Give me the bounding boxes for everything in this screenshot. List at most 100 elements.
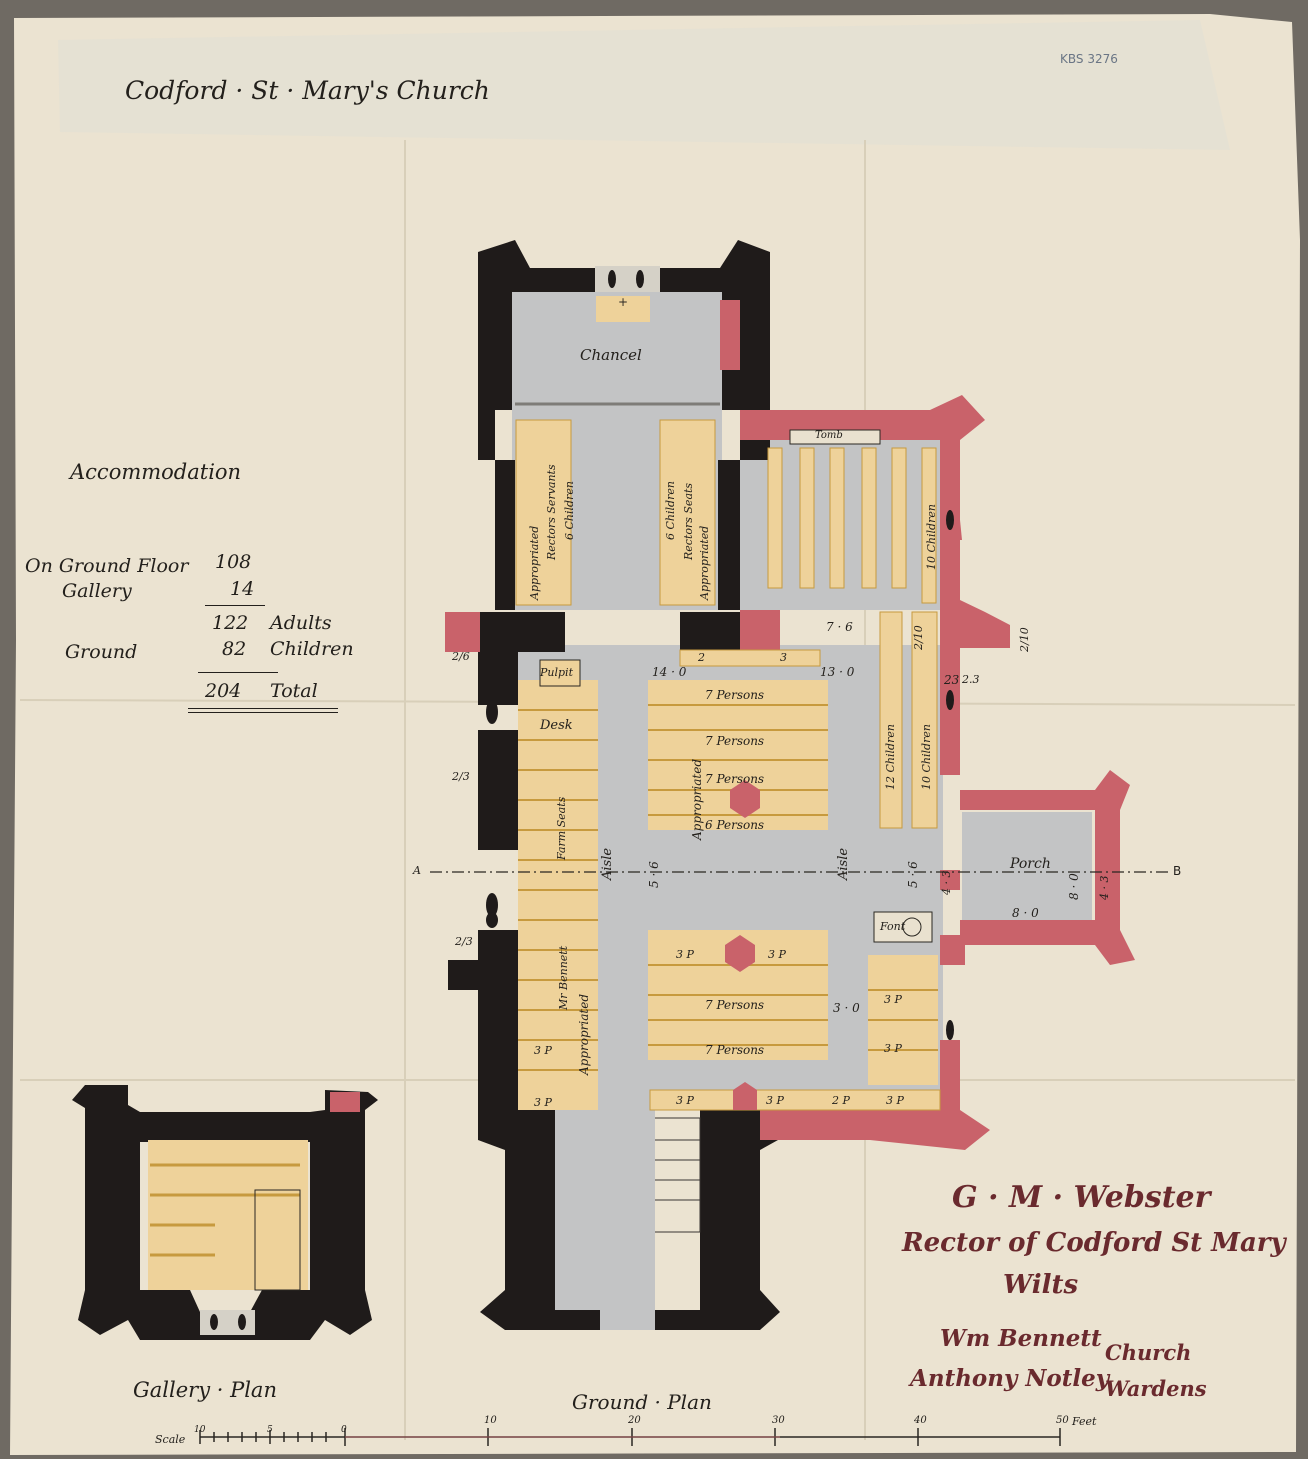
dimension-label: 2/6: [452, 650, 470, 663]
seat-label-3p: 3 P: [886, 1094, 904, 1107]
accommodation-row-unit: Children: [270, 638, 354, 660]
seat-label-persons: 6 Persons: [705, 818, 765, 832]
altar: [596, 296, 650, 322]
seat-label-appropriated: Appropriated: [577, 993, 591, 1075]
seat-label-persons: 7 Persons: [705, 688, 765, 702]
warden-signature: Wm Bennett: [940, 1325, 1102, 1352]
seat-label-3p: 3 P: [676, 948, 694, 961]
scale-tick-label: 5: [267, 1425, 273, 1435]
gallery-plan-caption: Gallery · Plan: [133, 1378, 277, 1402]
pulpit: [539, 659, 581, 687]
seat-label-appropriated: Appropriated: [690, 758, 704, 840]
dimension-label: 2/3: [452, 770, 470, 783]
archive-reference: KBS 3276: [1060, 52, 1118, 66]
centre-north-pews: [648, 680, 828, 830]
chancel-red-patch: [720, 300, 740, 370]
scale-tick-label: 30: [772, 1415, 785, 1426]
accommodation-row-value: 82: [222, 638, 247, 660]
seat-label-children: 6 Children: [664, 481, 677, 540]
seat-label-persons: 7 Persons: [705, 998, 765, 1012]
scale-tick-label: 0: [341, 1425, 347, 1435]
scale-tick-label: 10: [194, 1425, 206, 1435]
accommodation-row-unit: Total: [270, 680, 318, 702]
dimension-label: 14 · 0: [652, 665, 687, 679]
seat-label-number: 3: [780, 651, 787, 664]
dimension-label: 2/3: [455, 935, 473, 948]
svg-text:+: +: [618, 295, 628, 309]
seat-label-3p: 3 P: [768, 948, 786, 961]
seat-label-children: 10 Children: [925, 504, 938, 570]
dimension-label: 5 · 6: [906, 861, 920, 888]
accommodation-row-label: On Ground Floor: [25, 555, 189, 577]
dimension-label: 7 · 6: [826, 620, 853, 634]
accommodation-rule: [205, 605, 265, 606]
seat-label-persons: 7 Persons: [705, 772, 765, 786]
tower-walls: [478, 1110, 780, 1330]
tomb: [789, 429, 881, 445]
nave-red-patch: [740, 610, 780, 650]
font-label: Font: [880, 920, 906, 933]
page-title: Codford · St · Mary's Church: [125, 76, 490, 105]
accommodation-rule: [188, 712, 338, 713]
scale-label: Scale: [155, 1433, 186, 1446]
dimension-label: 5 · 6: [647, 861, 661, 888]
gallery-plan: [72, 1085, 378, 1340]
chancel-label: Chancel: [580, 346, 642, 364]
accommodation-row-value: 14: [230, 578, 255, 600]
east-window: [595, 266, 660, 292]
accommodation-heading: Accommodation: [70, 460, 242, 484]
dimension-label: 8 · 0: [1067, 873, 1081, 900]
seat-label-mr-bennett: Mr Bennett: [557, 945, 570, 1010]
centre-south-pews: [648, 930, 941, 1111]
pulpit-label: Pulpit: [540, 666, 573, 679]
tower-door: [600, 1262, 655, 1330]
dimension-label: 4 · 3: [940, 870, 953, 896]
ground-plan-caption: Ground · Plan: [572, 1390, 712, 1414]
rector-title: Rector of Codford St Mary: [902, 1228, 1286, 1258]
accommodation-row-label: Ground: [65, 641, 138, 663]
wardens-title: Church Wardens: [1105, 1340, 1207, 1401]
seat-label-number: 23: [944, 673, 960, 687]
accommodation-rule: [188, 708, 338, 709]
section-label-b: B: [1173, 864, 1182, 878]
seat-label-3p: 3 P: [534, 1044, 552, 1057]
east-south-pews: [868, 955, 938, 1085]
chancel-stalls: [515, 419, 716, 606]
west-pew-block: [518, 680, 598, 1110]
accommodation-rule: [198, 672, 278, 673]
aisle-label-west: Aisle: [600, 847, 615, 880]
section-label-a: A: [413, 864, 421, 877]
seat-label-children: 12 Children: [884, 724, 897, 790]
dimension-label: 13 · 0: [820, 665, 855, 679]
dimension-label: 2/10: [912, 625, 925, 650]
seat-label-3p: 3 P: [676, 1094, 694, 1107]
seat-label-children: 10 Children: [920, 724, 933, 790]
north-aisle-pews: [767, 447, 938, 829]
seat-label-rectors-seats: Rectors Seats: [682, 482, 695, 560]
scale-tick-label: 20: [628, 1415, 641, 1426]
scale-feet-label: Feet: [1072, 1415, 1097, 1428]
seat-label-3p: 3 P: [534, 1096, 552, 1109]
tower-stair: [655, 1117, 701, 1233]
seat-label-persons: 7 Persons: [705, 734, 765, 748]
front-pew: [679, 649, 821, 667]
dimension-label: 2/10: [1018, 627, 1031, 652]
seat-label-3p: 3 P: [884, 993, 902, 1006]
seat-label-2p: 2 P: [832, 1094, 850, 1107]
west-buttress: [445, 612, 480, 652]
seat-label-rectors-servants: Rectors Servants: [545, 464, 558, 560]
dimension-label: 8 · 0: [1012, 906, 1039, 920]
porch-walls: [960, 770, 1135, 965]
aisle-label-east: Aisle: [836, 847, 851, 880]
west-windows: [486, 700, 498, 928]
dimension-label: 3 · 0: [833, 1001, 860, 1015]
accommodation-row-value: 108: [215, 551, 252, 573]
seat-label-appropriated: Appropriated: [528, 525, 541, 600]
nave-west-wall: [448, 645, 518, 1120]
scale-tick-label: 10: [484, 1415, 497, 1426]
warden-signature: Anthony Notley: [910, 1365, 1110, 1392]
seat-label-3p: 3 P: [766, 1094, 784, 1107]
seat-label-3p: 3 P: [884, 1042, 902, 1055]
tomb-label: Tomb: [815, 430, 843, 441]
